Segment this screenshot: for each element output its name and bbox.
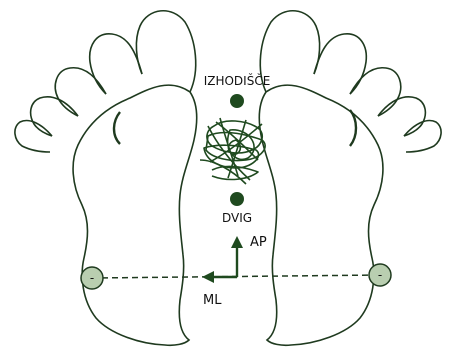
- end-dot: [230, 192, 244, 206]
- left-arch-mark: [114, 112, 120, 144]
- right-foot: [259, 11, 441, 346]
- ap-arrow-head: [231, 236, 243, 248]
- right-toe-4: [378, 97, 425, 136]
- ml-arrow-head: [202, 271, 214, 283]
- axis-arrows: [202, 236, 243, 283]
- left-toe-4: [31, 97, 78, 136]
- ap-label: AP: [250, 235, 267, 250]
- left-toe-2: [90, 34, 142, 94]
- left-toe-5: [15, 121, 52, 152]
- right-marker-label: -: [378, 268, 382, 282]
- start-dot: [230, 94, 244, 108]
- sway-trace: [200, 118, 265, 184]
- right-toe-5: [404, 121, 441, 152]
- right-toe-3: [350, 68, 401, 116]
- right-foot-outline: [259, 85, 383, 345]
- right-toe-2: [314, 34, 366, 94]
- left-big-toe: [136, 11, 195, 92]
- start-label: IZHODIŠČE: [204, 73, 271, 88]
- left-marker-label: -: [90, 271, 94, 285]
- end-label: DVIG: [222, 211, 252, 225]
- ml-label: ML: [203, 293, 222, 308]
- left-foot-outline: [73, 85, 197, 345]
- left-toe-3: [55, 68, 106, 116]
- left-foot: [15, 11, 197, 346]
